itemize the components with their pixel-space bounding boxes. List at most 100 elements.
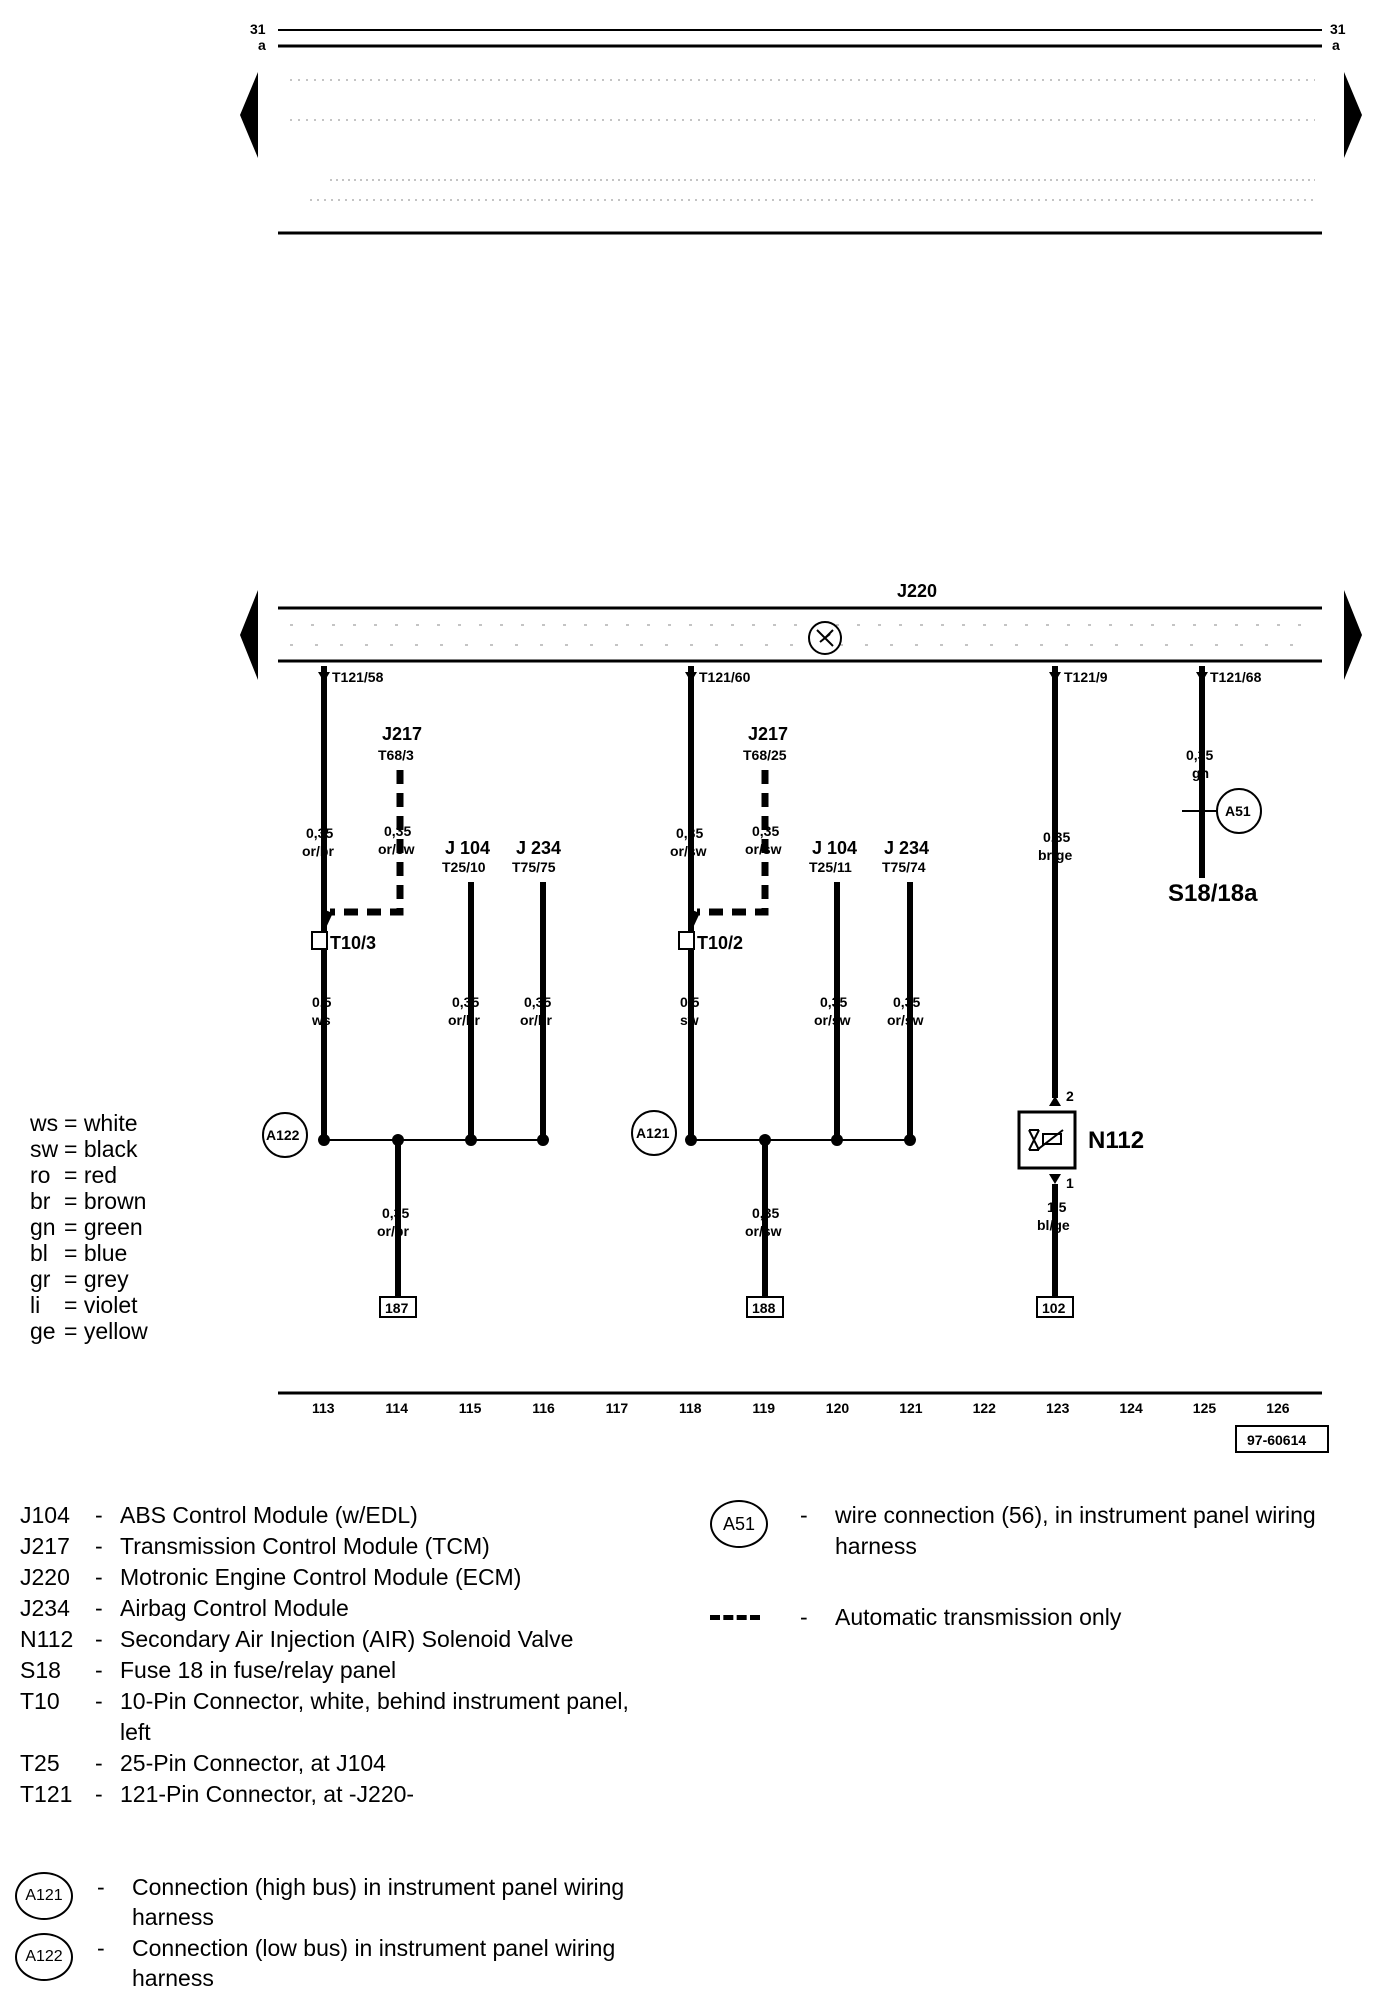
ecm-j220: J220	[240, 581, 1362, 680]
legend-row: N112-Secondary Air Injection (AIR) Solen…	[20, 1624, 660, 1655]
column-label: 120	[826, 1400, 850, 1416]
color-code-row: sw= black	[30, 1136, 148, 1162]
color-code-row: ge= yellow	[30, 1318, 148, 1344]
svg-text:A121: A121	[636, 1125, 670, 1141]
column-label: 125	[1193, 1400, 1217, 1416]
legend-desc: 121-Pin Connector, at -J220-	[120, 1781, 415, 1807]
ref-box-188	[746, 1296, 784, 1318]
svg-text:0,35: 0,35	[382, 1205, 409, 1221]
color-code: ro	[30, 1162, 51, 1188]
legend-dash: -	[95, 1657, 103, 1683]
svg-text:or/br: or/br	[302, 843, 334, 859]
j234a-name: J 234	[516, 838, 561, 858]
pin-t121-68: T121/68	[1210, 669, 1262, 685]
svg-text:187: 187	[385, 1300, 409, 1316]
legend-code: J104	[20, 1502, 70, 1528]
color-name: = blue	[64, 1240, 128, 1266]
svg-text:or/sw: or/sw	[745, 1223, 782, 1239]
ecm-label: J220	[897, 581, 937, 601]
j104a-pin: T25/10	[442, 859, 486, 875]
j217b-name: J217	[748, 724, 788, 744]
legend-desc: 10-Pin Connector, white, behind instrume…	[120, 1688, 629, 1745]
j104b-name: J 104	[812, 838, 857, 858]
svg-text:1: 1	[1066, 1175, 1074, 1191]
legend-desc: Fuse 18 in fuse/relay panel	[120, 1657, 397, 1683]
ref-box-102	[1036, 1296, 1074, 1318]
figure-id-box	[1235, 1425, 1329, 1453]
svg-text:or/sw: or/sw	[378, 841, 415, 857]
color-code-row: ws= white	[30, 1110, 148, 1136]
legend-row: T25-25-Pin Connector, at J104	[20, 1748, 660, 1779]
svg-text:sw: sw	[680, 1012, 699, 1028]
column-label: 124	[1119, 1400, 1143, 1416]
ecm-right-arrow-icon	[1344, 590, 1362, 680]
legend-dash: -	[95, 1626, 103, 1652]
left-arrow-icon	[240, 72, 258, 158]
svg-text:0,35: 0,35	[1186, 747, 1213, 763]
color-code: ge	[30, 1318, 56, 1344]
svg-text:or/sw: or/sw	[745, 841, 782, 857]
svg-text:or/br: or/br	[377, 1223, 409, 1239]
color-code-row: gr= grey	[30, 1266, 148, 1292]
right-arrow-icon	[1344, 72, 1362, 158]
color-name: = violet	[64, 1292, 138, 1318]
svg-text:or/sw: or/sw	[887, 1012, 924, 1028]
legend-row: S18-Fuse 18 in fuse/relay panel	[20, 1655, 660, 1686]
column-label: 119	[752, 1400, 775, 1416]
color-name: = white	[64, 1110, 138, 1136]
legend-desc: Airbag Control Module	[120, 1595, 349, 1621]
figure-id: 97-60614	[1247, 1432, 1306, 1448]
column-label: 121	[899, 1400, 923, 1416]
wire-j217-b: J217 T68/25 0,35 or/sw	[688, 724, 788, 927]
j217a-name: J217	[382, 724, 422, 744]
j234b-pin: T75/74	[882, 859, 926, 875]
svg-text:bl/ge: bl/ge	[1037, 1217, 1070, 1233]
legend-row: T121-121-Pin Connector, at -J220-	[20, 1779, 660, 1810]
solenoid-valve-icon	[1017, 1110, 1077, 1170]
color-name: = green	[64, 1214, 143, 1240]
legend-desc: ABS Control Module (w/EDL)	[120, 1502, 418, 1528]
legend-dash: -	[95, 1564, 103, 1590]
color-code-row: br= brown	[30, 1188, 148, 1214]
svg-text:0,35: 0,35	[524, 994, 551, 1010]
legend-a122-row: A122 - Connection (low bus) in instrumen…	[15, 1933, 665, 1993]
legend-code: T10	[20, 1688, 60, 1714]
j104a-name: J 104	[445, 838, 490, 858]
circle-a121	[631, 1110, 677, 1156]
column-label: 118	[679, 1400, 702, 1416]
svg-text:br/ge: br/ge	[1038, 847, 1072, 863]
legend-desc: Motronic Engine Control Module (ECM)	[120, 1564, 522, 1590]
svg-text:gn: gn	[1192, 765, 1209, 781]
legend-dash: -	[95, 1781, 103, 1807]
color-name: = red	[64, 1162, 118, 1188]
pin-t121-58: T121/58	[332, 669, 384, 685]
svg-text:0,5: 0,5	[680, 994, 700, 1010]
legend-row: T10-10-Pin Connector, white, behind inst…	[20, 1686, 660, 1748]
color-code: bl	[30, 1240, 48, 1266]
pin-t121-60: T121/60	[699, 669, 751, 685]
svg-text:A51: A51	[1225, 803, 1251, 819]
j217b-pin: T68/25	[743, 747, 787, 763]
legend-dash: -	[95, 1502, 103, 1528]
legend-row: J217-Transmission Control Module (TCM)	[20, 1531, 660, 1562]
connector-t10-2: T10/2	[697, 933, 743, 953]
top-left-sub: a	[258, 37, 266, 53]
svg-text:or/sw: or/sw	[814, 1012, 851, 1028]
component-legend: J104-ABS Control Module (w/EDL)J217-Tran…	[20, 1500, 660, 1810]
svg-text:A122: A122	[266, 1127, 300, 1143]
top-right-num: 31	[1330, 21, 1346, 37]
legend-row: J220-Motronic Engine Control Module (ECM…	[20, 1562, 660, 1593]
wire-123: T121/9 0.35 br/ge 2 N112 1 1.5 bl/ge 102	[1017, 666, 1144, 1318]
color-code: ws	[30, 1110, 59, 1136]
svg-text:1.5: 1.5	[1047, 1199, 1067, 1215]
color-code: br	[30, 1188, 51, 1214]
legend-desc: Transmission Control Module (TCM)	[120, 1533, 490, 1559]
wire-125: T121/68 0,35 gn A51 S18/18a	[1168, 666, 1262, 907]
circle-a122-legend-icon: A122	[15, 1933, 73, 1981]
color-code: sw	[30, 1136, 59, 1162]
svg-text:ws: ws	[311, 1012, 331, 1028]
legend-code: T121	[20, 1781, 73, 1807]
